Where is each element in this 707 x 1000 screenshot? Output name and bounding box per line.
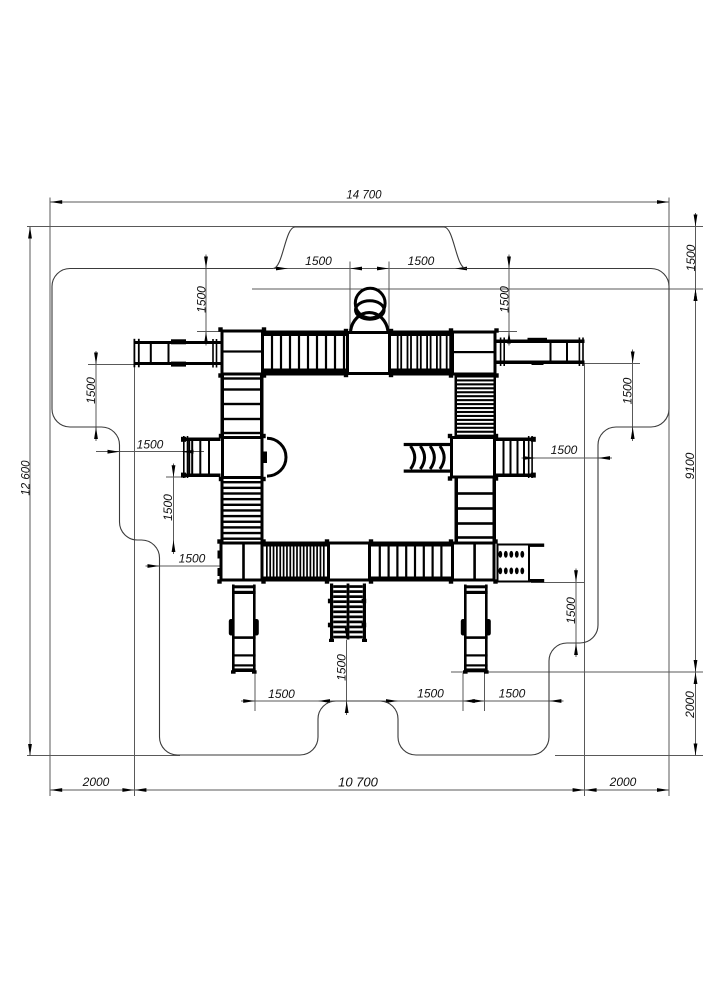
svg-text:2000: 2000 bbox=[683, 691, 697, 719]
svg-text:1500: 1500 bbox=[84, 377, 98, 404]
svg-text:1500: 1500 bbox=[684, 244, 698, 271]
svg-text:12 600: 12 600 bbox=[20, 460, 32, 496]
svg-text:1500: 1500 bbox=[499, 687, 526, 701]
svg-text:9100: 9100 bbox=[683, 452, 697, 479]
svg-text:1500: 1500 bbox=[564, 597, 578, 624]
svg-text:1500: 1500 bbox=[137, 438, 164, 452]
svg-text:1500: 1500 bbox=[551, 443, 578, 457]
svg-text:1500: 1500 bbox=[497, 286, 511, 313]
svg-text:1500: 1500 bbox=[620, 377, 634, 404]
svg-text:1500: 1500 bbox=[305, 254, 332, 268]
svg-text:14 700: 14 700 bbox=[346, 189, 382, 201]
svg-text:1500: 1500 bbox=[408, 254, 435, 268]
svg-text:1500: 1500 bbox=[417, 687, 444, 701]
svg-text:2000: 2000 bbox=[82, 775, 110, 789]
svg-text:10 700: 10 700 bbox=[338, 774, 379, 789]
svg-text:1500: 1500 bbox=[334, 654, 348, 681]
svg-text:1500: 1500 bbox=[194, 286, 208, 313]
svg-text:2000: 2000 bbox=[609, 775, 637, 789]
svg-text:1500: 1500 bbox=[179, 552, 206, 566]
svg-text:1500: 1500 bbox=[268, 687, 295, 701]
svg-text:1500: 1500 bbox=[161, 494, 175, 521]
